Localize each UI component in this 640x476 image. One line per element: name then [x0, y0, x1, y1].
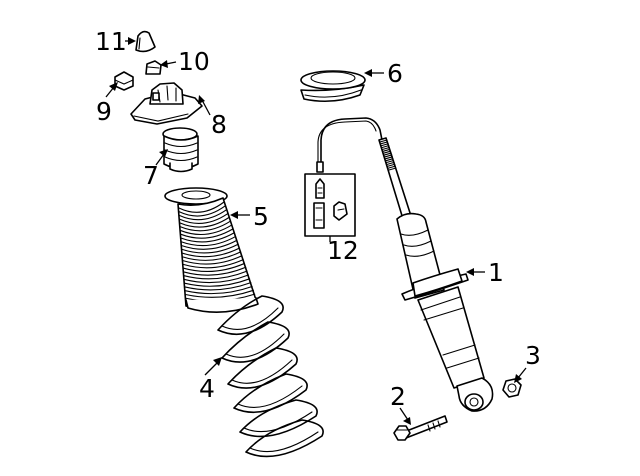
callout-11: 11	[95, 27, 127, 56]
spring-coil	[217, 295, 284, 336]
callout-1: 1	[488, 258, 504, 287]
part-7-bump-stop	[162, 127, 199, 173]
callout-8: 8	[211, 110, 227, 139]
part-8-upper-mount	[130, 82, 203, 125]
part-1-strut-assembly	[316, 117, 494, 412]
spring-coil	[233, 373, 308, 414]
spring-coil	[221, 321, 290, 363]
part-4-coil-spring	[217, 295, 324, 458]
leader-lines	[105, 37, 527, 425]
callout-4: 4	[199, 374, 215, 403]
callout-2: 2	[390, 382, 406, 411]
callout-5: 5	[253, 202, 269, 231]
callout-10: 10	[178, 47, 210, 76]
part-9-nut	[114, 71, 134, 91]
spring-coil	[239, 399, 318, 438]
spring-coil	[245, 419, 324, 458]
callout-12: 12	[327, 236, 359, 265]
part-6-spring-seat	[300, 70, 366, 103]
part-11-cap	[135, 30, 156, 53]
part-10-nut	[145, 60, 162, 75]
callout-labels: 11 10 9 8 7 5 6 12 1 4 2 3	[95, 27, 541, 411]
part-3-nut	[502, 378, 522, 398]
part-5-dust-boot	[164, 187, 259, 313]
callout-3: 3	[525, 341, 541, 370]
part-2-bolt	[393, 415, 448, 441]
callout-9: 9	[96, 97, 112, 126]
callout-6: 6	[387, 59, 403, 88]
callout-7: 7	[143, 161, 159, 190]
part-12-connector-kit	[304, 173, 356, 237]
spring-coil	[227, 347, 298, 389]
